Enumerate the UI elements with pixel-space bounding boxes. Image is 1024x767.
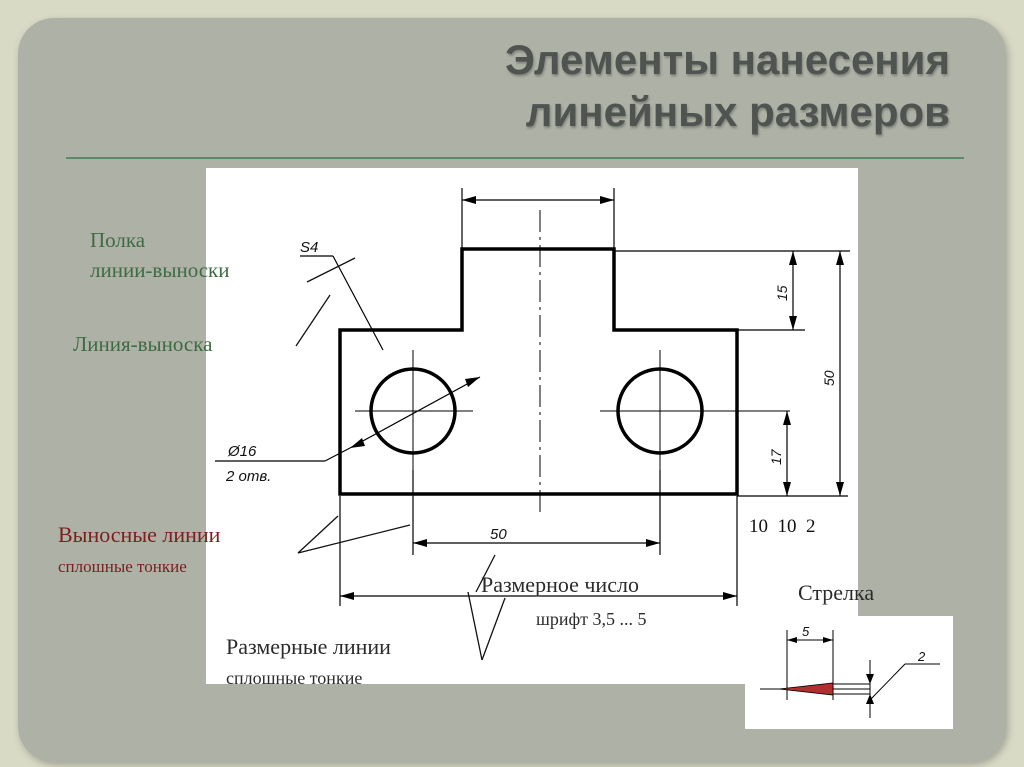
label-dimension-lines-note: сплошные тонкие [226,668,363,688]
hole-count-text: 2 отв. [225,468,271,485]
label-arrow: Стрелка [798,580,875,605]
label-shelf-line2: линии-выноски [90,258,230,282]
title-line-1: Элементы нанесения [505,36,950,83]
title-line-2: линейных размеров [525,88,950,135]
label-shelf-line1: Полка [90,228,146,252]
label-dimension-number: Размерное число [481,572,639,597]
drawing-panel [206,168,858,684]
dim-50-holes-text: 50 [490,526,507,543]
arrow-sample [778,682,834,696]
title-divider [66,157,964,159]
label-extension-lines: Выносные линии [58,522,221,547]
dim-17-text: 17 [768,448,784,465]
label-dimension-lines: Размерные линии [226,634,391,659]
label-leader-line: Линия-выноска [73,332,213,356]
diameter-leader [349,376,481,449]
dim-15-text: 15 [774,285,790,301]
arrow-detail-panel [745,616,953,729]
thickness-note: S4 [300,239,318,256]
label-extension-lines-note: сплошные тонкие [58,557,187,576]
dim-50-vertical-text: 50 [821,370,837,386]
arrow-width-text: 2 [917,649,926,664]
label-spacing: 10 10 2 [749,516,816,537]
hole-diameter-text: Ø16 [227,443,257,460]
label-dimension-number-note: шрифт 3,5 ... 5 [536,609,647,629]
slide-title: Элементы нанесения линейных размеров [505,34,950,138]
s4-leader [332,255,384,351]
arrow-length-text: 5 [802,624,810,639]
